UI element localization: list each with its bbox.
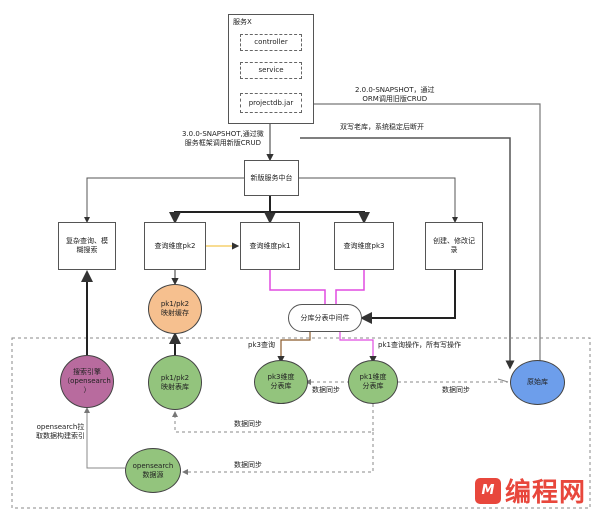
arrow-middleware-pk3table	[277, 332, 311, 364]
label-pk3-query: pk3查询	[248, 341, 275, 349]
label-new-crud: 3.0.0-SNAPSHOT,通过微 服务框架调用新版CRUD	[182, 130, 264, 147]
arrow-sync-pk2	[172, 404, 374, 433]
label-sync-raw: 数据同步	[442, 386, 470, 394]
arrow-jar-rawdb	[300, 103, 544, 370]
arrow-ossource-search	[84, 407, 125, 469]
query-dim-pk2-node: 查询维度pk2	[144, 222, 206, 270]
label-sync-os: 数据同步	[234, 461, 262, 469]
storage-region	[11, 337, 591, 509]
sharding-middleware: 分库分表中间件	[288, 304, 362, 332]
service-layer: service	[240, 62, 302, 79]
watermark-logo-icon: M	[474, 477, 501, 504]
watermark-text: 编程网	[504, 478, 586, 508]
arrow-sync-os	[182, 432, 374, 475]
arrow-create-middleware	[360, 270, 456, 324]
service-x-title: 服务X	[233, 18, 252, 26]
label-dual-write: 双写老库，系统稳定后断开	[340, 123, 424, 131]
label-sync-pk3: 数据同步	[312, 386, 340, 394]
arrow-center-pk2	[169, 211, 270, 224]
controller-layer: controller	[240, 34, 302, 51]
label-orm-old: 2.0.0-SNAPSHOT，通过 ORM调用旧版CRUD	[355, 86, 435, 103]
arrow-dualwrite-rawdb	[300, 137, 515, 370]
arrow-middleware-pk1table	[339, 332, 377, 364]
pk3-sharded-db: pk3维度 分表库	[254, 360, 308, 404]
label-opensearch-pull: opensearch拉 取数据构建索引	[36, 423, 85, 440]
complex-query-node: 复杂查询、模 糊搜索	[58, 222, 116, 270]
label-pk1-ops: pk1查询操作，所有写操作	[378, 341, 461, 349]
pk-mapping-table: pk1/pk2 映射表库	[148, 355, 202, 410]
query-dim-pk1-node: 查询维度pk1	[240, 222, 300, 270]
query-dim-pk3-node: 查询维度pk3	[334, 222, 394, 270]
watermark: M 编程网	[474, 472, 586, 509]
pk-mapping-cache: pk1/pk2 映射缓存	[148, 284, 202, 334]
label-sync-pk2: 数据同步	[234, 420, 262, 428]
projectdb-jar-layer: projectdb.jar	[240, 93, 302, 113]
link-pk1-middleware	[269, 270, 326, 304]
create-modify-log-node: 创建、修改记 录	[425, 222, 483, 270]
new-service-center: 新版服务中台	[244, 160, 299, 196]
arrow-center-pk3	[270, 211, 370, 224]
opensearch-datasource: opensearch 数据源	[125, 448, 181, 493]
arrow-center-create	[298, 177, 458, 223]
link-pk3-middleware	[335, 270, 365, 304]
search-engine-opensearch: 搜索引擎 （opensearch ）	[60, 355, 114, 408]
raw-database: 原始库	[510, 360, 565, 405]
pk1-sharded-db: pk1维度 分表库	[348, 360, 398, 404]
arrow-center-complex	[84, 177, 245, 223]
